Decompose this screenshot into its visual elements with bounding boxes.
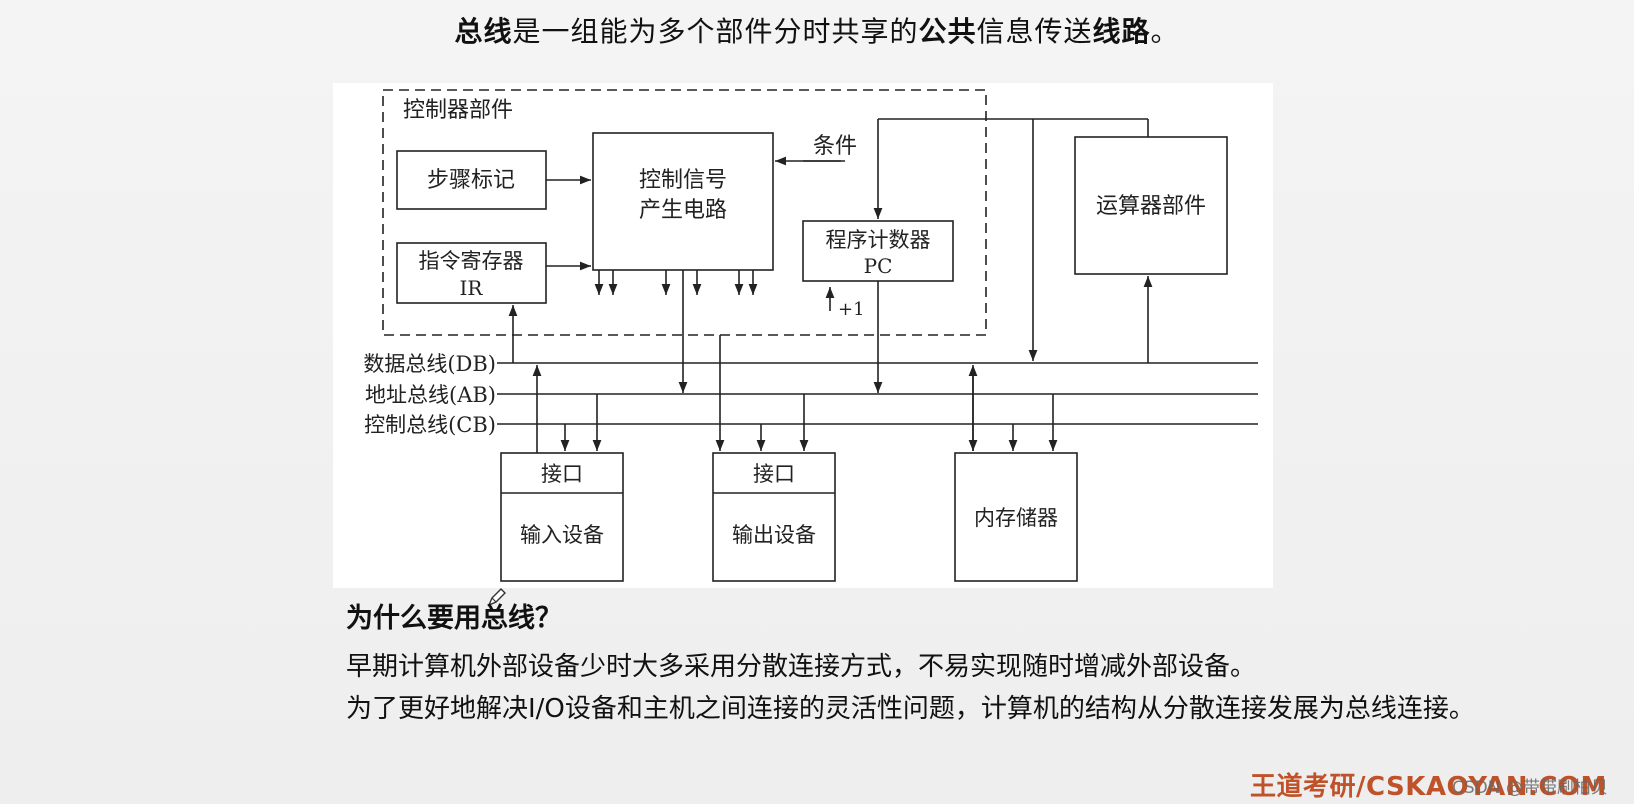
alu-label: 运算器部件 <box>1096 194 1206 219</box>
controller-region <box>382 89 987 336</box>
controller-unit-label: 控制器部件 <box>403 98 513 123</box>
memory-box <box>954 452 1078 582</box>
output-interface-label: 接口 <box>753 462 795 486</box>
control-circuit-label-2: 产生电路 <box>639 198 727 223</box>
section-heading: 为什么要用总线？ <box>346 603 562 634</box>
paragraph-1: 早期计算机外部设备少时大多采用分散连接方式，不易实现随时增减外部设备。 <box>346 652 1257 682</box>
memory-label: 内存储器 <box>974 506 1058 530</box>
step-marker-label: 步骤标记 <box>427 168 515 193</box>
pc-label-2: PC <box>864 254 893 278</box>
paragraph-2: 为了更好地解决I/O设备和主机之间连接的灵活性问题，计算机的结构从分散连接发展为… <box>346 694 1475 724</box>
alu-box <box>1074 136 1228 275</box>
input-device-label: 输入设备 <box>520 523 604 547</box>
address-bus-label: 地址总线(AB) <box>365 383 496 407</box>
ir-label-2: IR <box>460 276 484 300</box>
page-title: 总线是一组能为多个部件分时共享的公共信息传送线路。 <box>454 15 1180 48</box>
condition-label: 条件 <box>813 134 857 159</box>
pen-cursor-icon <box>487 588 506 607</box>
output-device-label: 输出设备 <box>732 523 816 547</box>
input-interface-label: 接口 <box>541 462 583 486</box>
pc-label-1: 程序计数器 <box>826 228 931 252</box>
control-bus-label: 控制总线(CB) <box>364 413 496 437</box>
bus-structure-diagram: 控制器部件 步骤标记 控制信号 产生电路 条件 指令寄存器 IR 程序计数器 P… <box>333 83 1273 588</box>
watermark: CSDN @带带刷柏贝 <box>1452 778 1608 798</box>
output-device-box <box>712 452 836 582</box>
data-bus-label: 数据总线(DB) <box>363 352 496 376</box>
ir-box <box>396 242 547 304</box>
plus-one-label: +1 <box>838 299 865 320</box>
control-circuit-label-1: 控制信号 <box>639 168 727 193</box>
brand-logo-text: 王道考研/CSKAOYAN.COM <box>1250 772 1607 802</box>
input-device-box <box>500 452 624 582</box>
ir-label-1: 指令寄存器 <box>419 249 524 273</box>
